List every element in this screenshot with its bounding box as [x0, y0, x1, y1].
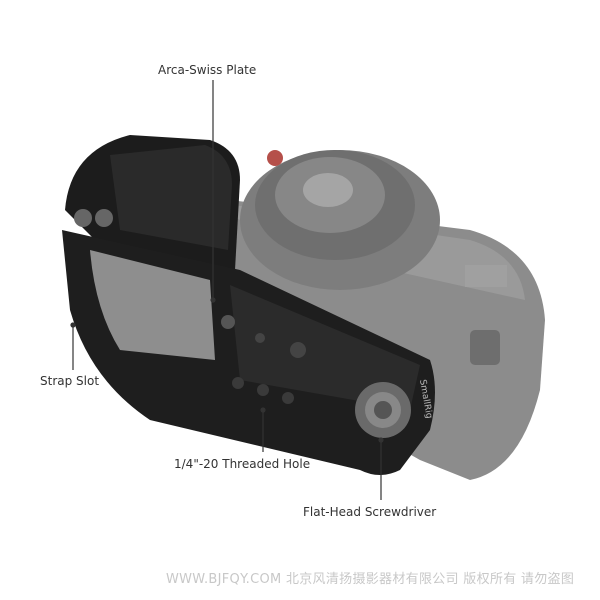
callout-arca-swiss-plate: Arca-Swiss Plate: [158, 63, 257, 77]
watermark: WWW.BJFQY.COM 北京风清扬摄影器材有限公司 版权所有 请勿盗图: [166, 572, 575, 587]
leader-lines: [70, 80, 384, 500]
callout-flat-head-screwdriver: Flat-Head Screwdriver: [303, 505, 437, 519]
callout-strap-slot: Strap Slot: [40, 374, 100, 388]
camera-display: [465, 265, 507, 287]
callout-threaded-hole: 1/4"-20 Threaded Hole: [174, 457, 311, 471]
red-dial: [267, 150, 283, 166]
